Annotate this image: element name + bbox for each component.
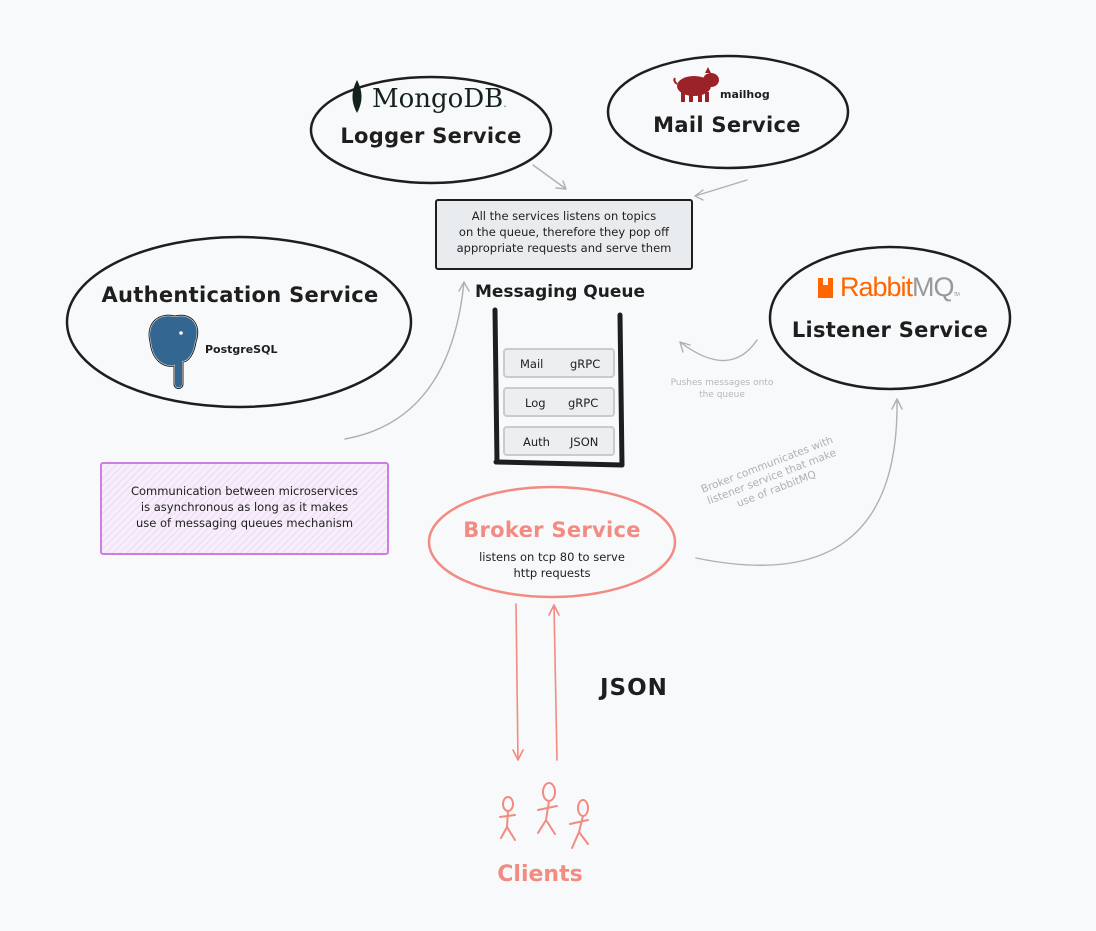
comm-note-line: is asynchronous as long as it makes (140, 500, 349, 514)
broker-description-line: listens on tcp 80 to serve (479, 550, 625, 564)
queue-container (492, 307, 625, 468)
queue-item-protocol: gRPC (570, 357, 601, 371)
queue-topics-note: All the services listens on topics on th… (435, 199, 693, 270)
pushes-messages-label: Pushes messages onto (670, 378, 774, 388)
comm-note-line: Communication between microservices (130, 484, 359, 498)
clients-label: Clients (497, 862, 583, 887)
postgresql-logo-text: PostgreSQL (205, 343, 278, 356)
broker-description-line: http requests (513, 566, 591, 580)
rabbitmq-logo-icon (818, 278, 833, 298)
mail-service-title: Mail Service (653, 113, 801, 137)
clients-to-broker-arrow (548, 604, 560, 761)
queue-item-protocol: JSON (570, 435, 599, 449)
mail-to-queue-arrow (694, 179, 748, 201)
broker-to-listener-arrow (695, 398, 903, 566)
rabbitmq-logo-text: RabbitMQTM (840, 272, 960, 302)
listener-to-queue-arrow (679, 339, 758, 362)
queue-item-name: Auth (523, 435, 550, 449)
queue-item-auth[interactable]: Auth JSON (503, 426, 615, 456)
queue-item-name: Mail (520, 357, 544, 371)
mongodb-logo-text: MongoDB. (372, 84, 507, 114)
queue-item-log[interactable]: Log gRPC (503, 387, 615, 417)
clients-icon (499, 782, 589, 849)
queue-item-name: Log (525, 396, 546, 410)
queue-item-mail[interactable]: Mail gRPC (503, 348, 615, 378)
logger-service-node[interactable] (309, 75, 553, 185)
queue-note-line: on the queue, therefore they pop off (458, 225, 670, 239)
broker-service-node[interactable] (427, 485, 677, 599)
messaging-queue-title: Messaging Queue (474, 282, 646, 302)
mailhog-logo-text: mailhog (720, 88, 770, 101)
mailhog-pig-icon (673, 67, 719, 102)
auth-service-title: Authentication Service (101, 283, 379, 307)
pushes-messages-label: the queue (699, 390, 745, 400)
logger-service-title: Logger Service (340, 124, 522, 148)
logger-to-queue-arrow (532, 164, 567, 190)
queue-note-line: All the services listens on topics (471, 209, 657, 223)
queue-item-protocol: gRPC (568, 396, 599, 410)
listener-service-node[interactable] (768, 245, 1012, 391)
listener-service-title: Listener Service (791, 318, 989, 342)
auth-to-queue-arrow (344, 281, 470, 440)
async-communication-note: Communication between microservices is a… (100, 462, 389, 555)
queue-note-line: appropriate requests and serve them (456, 241, 672, 255)
mail-service-node[interactable] (606, 54, 850, 170)
broker-service-title: Broker Service (463, 518, 641, 542)
comm-note-line: use of messaging queues mechanism (135, 516, 354, 530)
broker-to-clients-arrow (512, 603, 524, 761)
auth-service-node[interactable] (65, 235, 413, 409)
postgresql-elephant-icon (148, 314, 199, 390)
json-label: JSON (600, 675, 668, 701)
mongodb-leaf-icon (352, 80, 362, 113)
